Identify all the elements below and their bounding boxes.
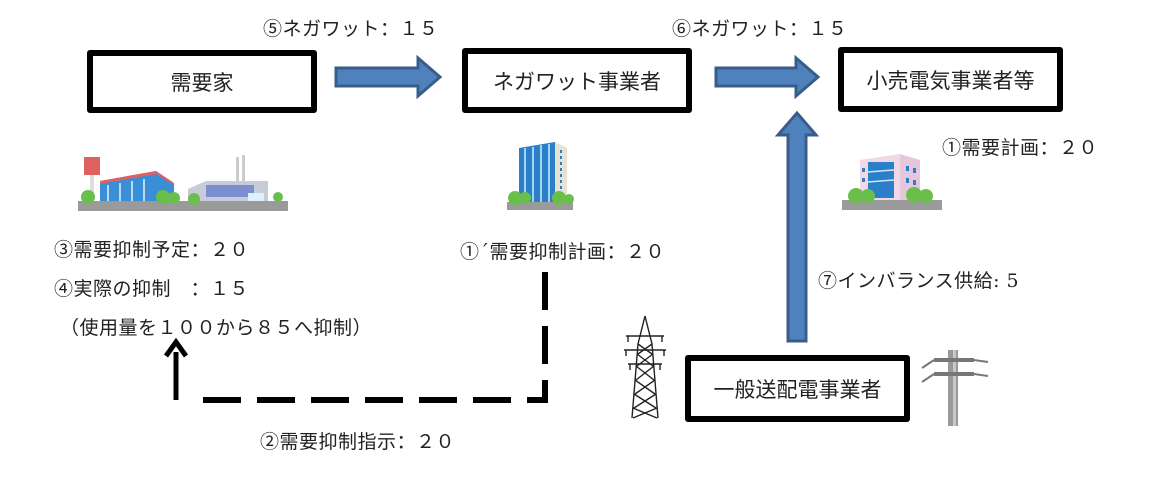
suppression-plan-label: ①´需要抑制計画：２０	[460, 241, 666, 263]
utility-pole-icon	[921, 350, 989, 426]
consumer-label: 需要家	[170, 70, 234, 95]
retailer-label: 小売電気事業者等	[866, 68, 1035, 93]
negawatt-flow-arrow-6	[714, 54, 821, 100]
retailer-box: 小売電気事業者等	[838, 47, 1063, 112]
suppression-instruction-arrowhead	[163, 337, 189, 358]
usage-note-label: （使用量を１００から８５へ抑制）	[60, 317, 373, 339]
transmission-operator-label: 一般送配電事業者	[713, 377, 882, 402]
suppression-instruction-label: ②需要抑制指示：２０	[260, 431, 456, 453]
negawatt-5-label: ⑤ネガワット：１５	[263, 18, 439, 40]
demand-plan-label: ①需要計画：２０	[942, 137, 1099, 159]
imbalance-supply-label: ⑦インバランス供給: 5	[818, 270, 1020, 292]
negawatt-office-building-icon	[507, 142, 574, 210]
actual-suppression-label: ④実際の抑制 ：１５	[54, 278, 250, 300]
imbalance-supply-arrow-7	[774, 110, 820, 343]
transmission-operator-box: 一般送配電事業者	[685, 355, 910, 422]
consumer-box: 需要家	[87, 50, 317, 113]
negawatt-6-label: ⑥ネガワット：１５	[672, 18, 848, 40]
suppression-instruction-dashed-line	[190, 272, 548, 403]
retailer-office-building-icon	[842, 154, 942, 210]
factory-and-store-icon	[78, 155, 288, 211]
negawatt-flow-arrow-5	[334, 54, 443, 100]
suppression-scheduled-label: ③需要抑制予定：２０	[54, 239, 250, 261]
negawatt-operator-box: ネガワット事業者	[462, 48, 692, 113]
transmission-tower-icon	[624, 315, 666, 419]
negawatt-operator-label: ネガワット事業者	[493, 69, 661, 94]
